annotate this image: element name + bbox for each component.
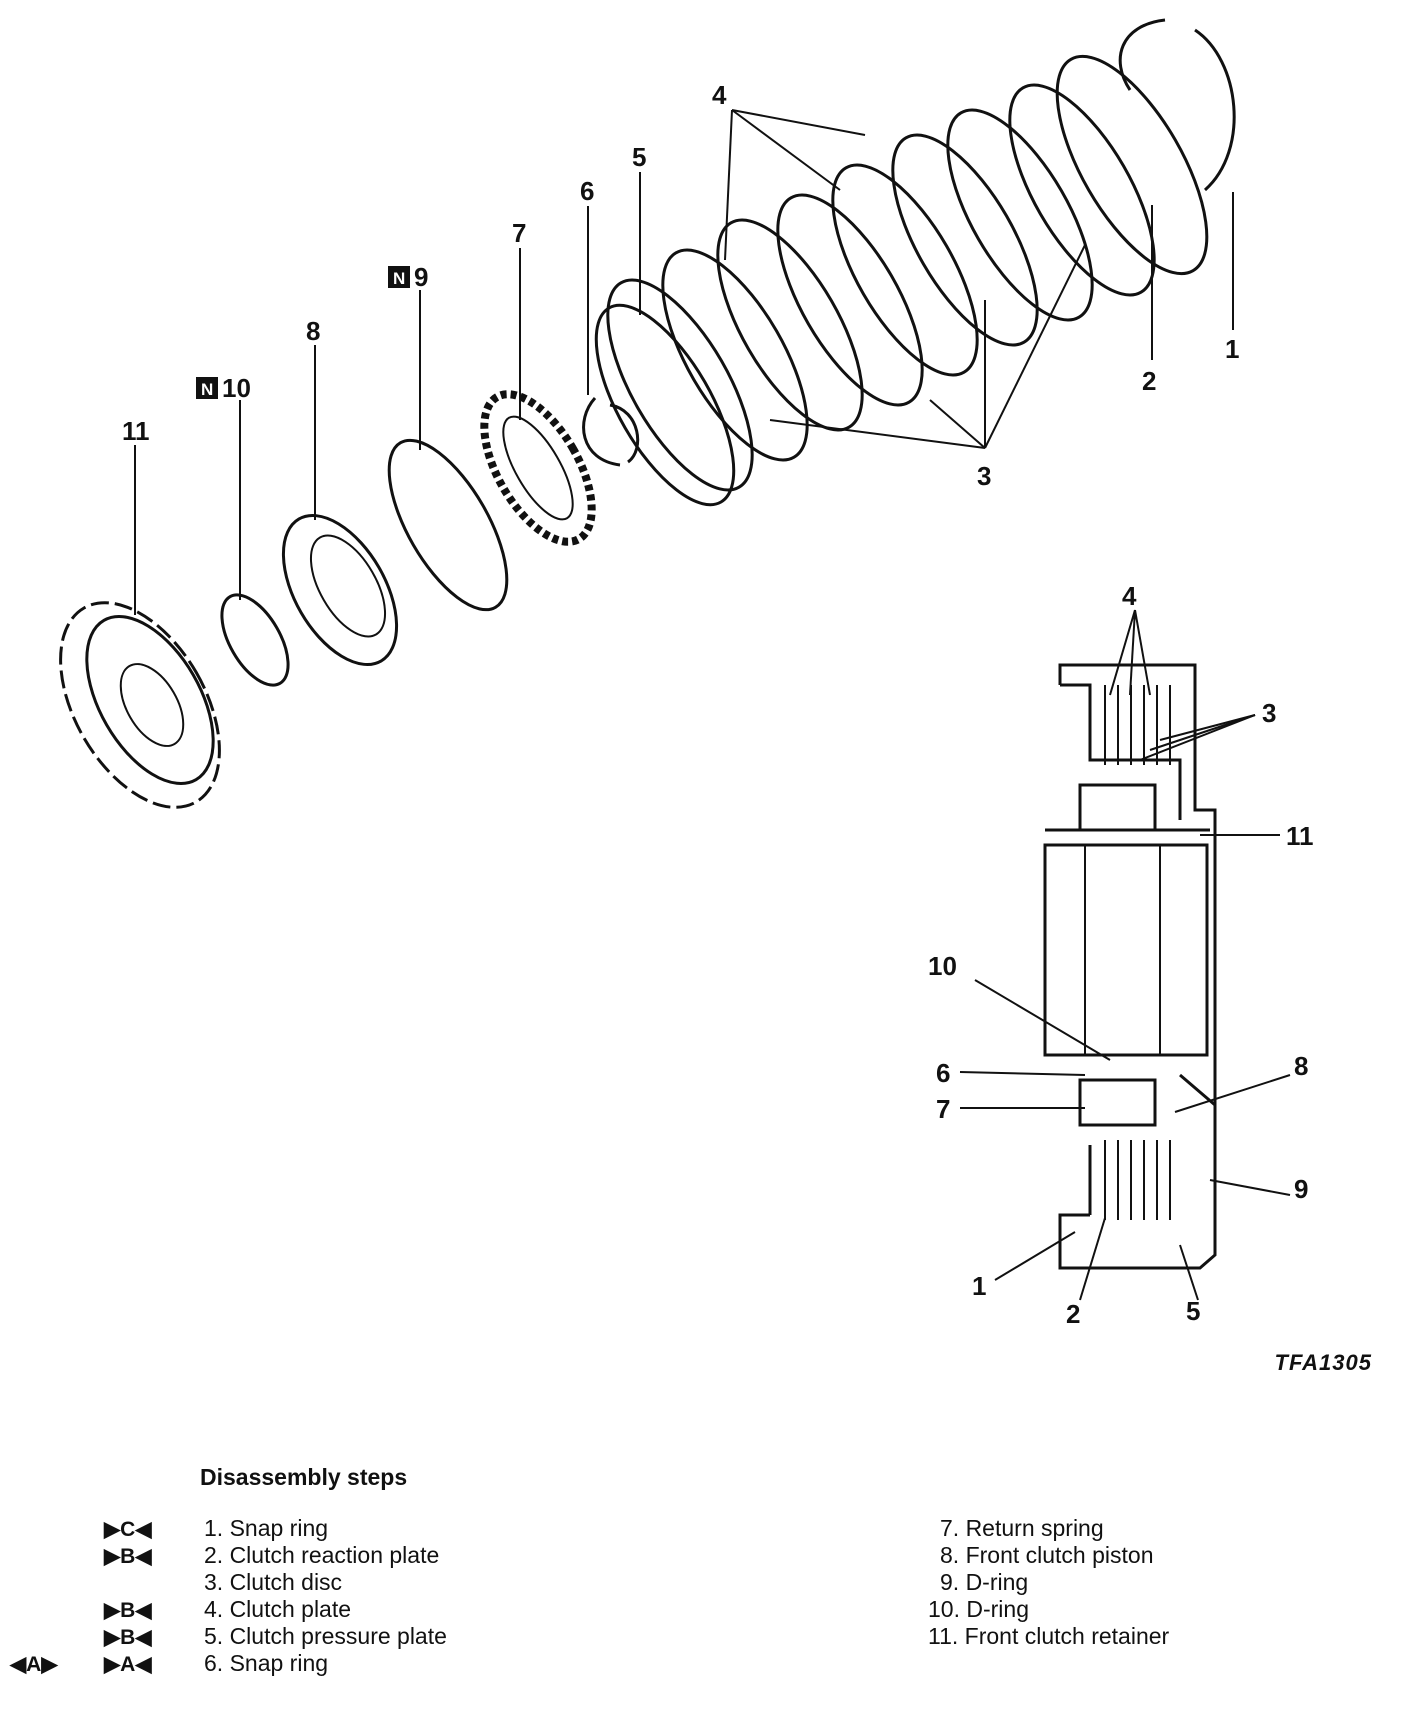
section-label-5: 5 xyxy=(1186,1296,1200,1326)
part-9-d-ring xyxy=(387,438,509,612)
section-label-4: 4 xyxy=(1122,581,1137,611)
exploded-diagram: 1 2 3 4 5 6 7 N 9 8 N 10 11 xyxy=(59,18,1314,1329)
part-8-front-clutch-piston xyxy=(281,514,399,666)
exploded-label-10: 10 xyxy=(222,373,251,403)
section-label-11: 11 xyxy=(1286,821,1314,851)
section-label-10: 10 xyxy=(928,951,957,981)
step-7: 7. Return spring xyxy=(940,1515,1104,1541)
section-leader-lines xyxy=(959,609,1291,1301)
part-clutch-pack xyxy=(594,54,1209,507)
exploded-label-1: 1 xyxy=(1225,334,1239,364)
section-label-6: 6 xyxy=(936,1058,950,1088)
step-1-mark: ▶C◀ xyxy=(104,1518,152,1541)
exploded-label-2: 2 xyxy=(1142,366,1156,396)
exploded-label-6: 6 xyxy=(580,176,594,206)
exploded-label-7: 7 xyxy=(512,218,526,248)
section-label-1: 1 xyxy=(972,1271,986,1301)
new-part-badge-9 xyxy=(388,266,410,288)
part-1-snap-ring xyxy=(1118,18,1236,192)
exploded-label-8: 8 xyxy=(306,316,320,346)
step-11: 11. Front clutch retainer xyxy=(928,1623,1170,1649)
exploded-label-4: 4 xyxy=(712,80,727,110)
disassembly-title: Disassembly steps xyxy=(200,1464,408,1490)
step-3: 3. Clutch disc xyxy=(204,1569,343,1595)
step-1: 1. Snap ring xyxy=(204,1515,329,1541)
new-part-badge-10-letter: N xyxy=(201,380,213,399)
section-label-8: 8 xyxy=(1294,1051,1308,1081)
step-5-mark: ▶B◀ xyxy=(104,1626,152,1649)
step-6-mark: ▶A◀ xyxy=(104,1653,152,1676)
step-6-pre-mark: ◀A▶ xyxy=(10,1653,58,1676)
step-4: 4. Clutch plate xyxy=(204,1596,352,1622)
exploded-label-5: 5 xyxy=(632,142,646,172)
section-clutch-pack-bottom xyxy=(1104,1140,1171,1220)
step-8: 8. Front clutch piston xyxy=(940,1542,1154,1568)
step-10: 10. D-ring xyxy=(928,1596,1029,1622)
exploded-label-11: 11 xyxy=(122,416,150,446)
section-label-2: 2 xyxy=(1066,1299,1080,1329)
sectional-view xyxy=(1043,663,1217,1270)
step-6: 6. Snap ring xyxy=(204,1650,329,1676)
step-4-mark: ▶B◀ xyxy=(104,1599,152,1622)
exploded-label-3: 3 xyxy=(977,461,991,491)
step-2: 2. Clutch reaction plate xyxy=(204,1542,440,1568)
section-label-3: 3 xyxy=(1262,698,1276,728)
new-part-badge-10 xyxy=(196,377,218,399)
step-2-mark: ▶B◀ xyxy=(104,1545,152,1568)
section-clutch-pack-top xyxy=(1104,685,1171,765)
new-part-badge-9-letter: N xyxy=(393,269,405,288)
step-9: 9. D-ring xyxy=(940,1569,1029,1595)
exploded-leader-lines xyxy=(134,109,1234,615)
exploded-label-9: 9 xyxy=(414,262,428,292)
step-5: 5. Clutch pressure plate xyxy=(204,1623,447,1649)
part-6-snap-ring xyxy=(582,396,640,467)
part-11-front-clutch-retainer xyxy=(59,601,221,809)
section-label-7: 7 xyxy=(936,1094,950,1124)
figure-code: TFA1305 xyxy=(1274,1350,1372,1375)
section-label-9: 9 xyxy=(1294,1174,1308,1204)
part-10-d-ring xyxy=(220,593,290,687)
part-7-return-spring xyxy=(480,390,596,546)
